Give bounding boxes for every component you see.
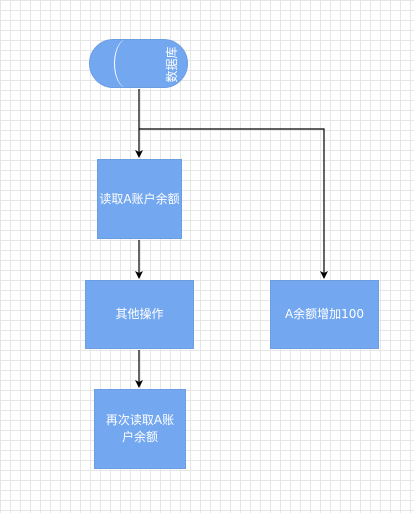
read-balance-again-node[interactable]: 再次读取A账户余额: [94, 389, 186, 469]
other-operations-node[interactable]: 其他操作: [85, 280, 194, 349]
edge-database-to-add-balance: [139, 128, 328, 279]
add-balance-label: A余额增加100: [284, 307, 365, 321]
read-balance-label: 读取A账户余额: [99, 191, 180, 206]
database-cylinder-cap: [114, 40, 140, 87]
other-operations-label: 其他操作: [115, 307, 164, 321]
read-balance-node[interactable]: 读取A账户余额: [97, 159, 182, 239]
database-node[interactable]: 数据库: [89, 39, 188, 88]
add-balance-node[interactable]: A余额增加100: [270, 280, 379, 349]
read-balance-again-label: 再次读取A账户余额: [105, 413, 175, 444]
database-label: 数据库: [165, 46, 179, 83]
